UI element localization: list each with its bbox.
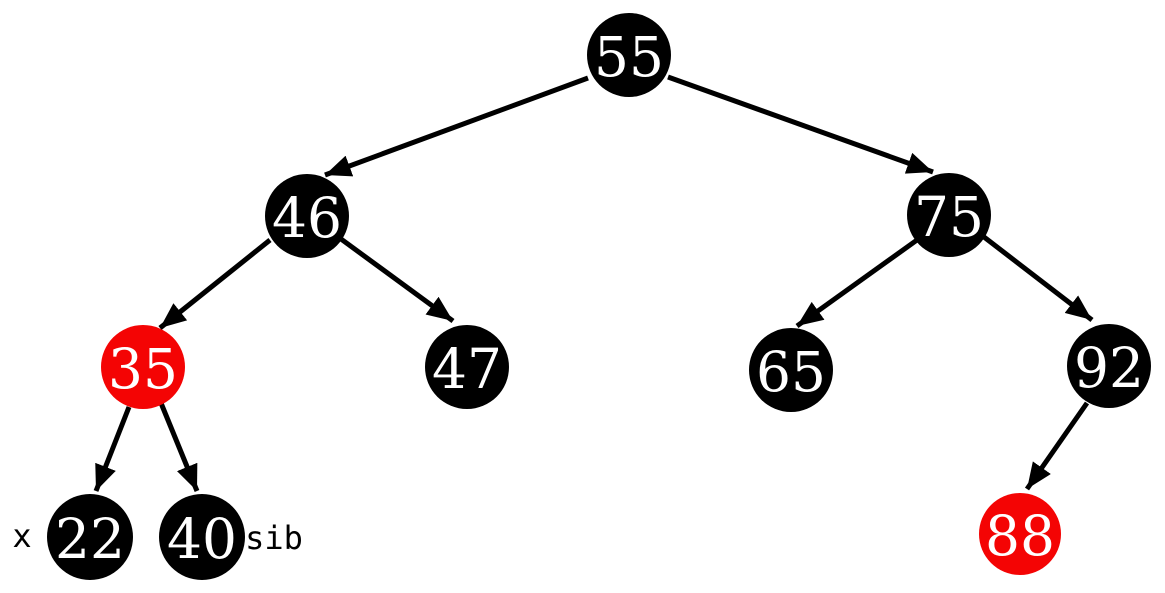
tree-node-40: 40: [159, 494, 245, 580]
tree-annotations: x sib: [12, 517, 303, 557]
tree-node-92: 92: [1067, 324, 1151, 408]
node-75-value: 75: [914, 185, 984, 249]
edge-35-to-22: [93, 406, 132, 492]
tree-node-22: 22: [47, 494, 133, 580]
edge-35-to-40: [158, 402, 200, 492]
node-65-value: 65: [756, 340, 826, 404]
edge-46-to-35: [158, 238, 272, 330]
tree-node-75: 75: [907, 173, 991, 257]
node-88-circle: [979, 493, 1061, 575]
node-35-value: 35: [108, 337, 178, 401]
tree-node-65: 65: [749, 328, 833, 412]
edge-75-to-92: [982, 235, 1094, 322]
node-47-circle: [425, 325, 509, 409]
node-22-value: 22: [55, 507, 125, 571]
edge-55-to-46: [324, 75, 589, 178]
node-22-circle: [47, 494, 133, 580]
edge-92-to-88: [1024, 401, 1090, 491]
node-92-circle: [1067, 324, 1151, 408]
edge-55-to-75: [667, 74, 934, 175]
tree-node-46: 46: [265, 174, 349, 258]
node-75-circle: [907, 173, 991, 257]
tree-edges: [93, 74, 1094, 492]
tree-node-55: 55: [587, 13, 671, 97]
node-55-circle: [587, 13, 671, 97]
tree-nodes: 55 46 75 35 47 65 92 22: [47, 13, 1151, 580]
annotation-sib-label: sib: [245, 519, 303, 557]
tree-node-47: 47: [425, 325, 509, 409]
edge-75-to-65: [795, 237, 919, 329]
node-46-circle: [265, 174, 349, 258]
tree-node-88: 88: [979, 493, 1061, 575]
node-92-value: 92: [1074, 336, 1144, 400]
annotation-x-label: x: [12, 517, 31, 555]
node-65-circle: [749, 328, 833, 412]
node-40-circle: [159, 494, 245, 580]
tree-node-35: 35: [101, 325, 185, 409]
node-88-value: 88: [985, 504, 1055, 568]
edge-46-to-47: [339, 236, 455, 324]
node-47-value: 47: [432, 337, 502, 401]
node-35-circle: [101, 325, 185, 409]
node-46-value: 46: [272, 186, 342, 250]
node-55-value: 55: [594, 25, 664, 89]
node-40-value: 40: [167, 507, 237, 571]
